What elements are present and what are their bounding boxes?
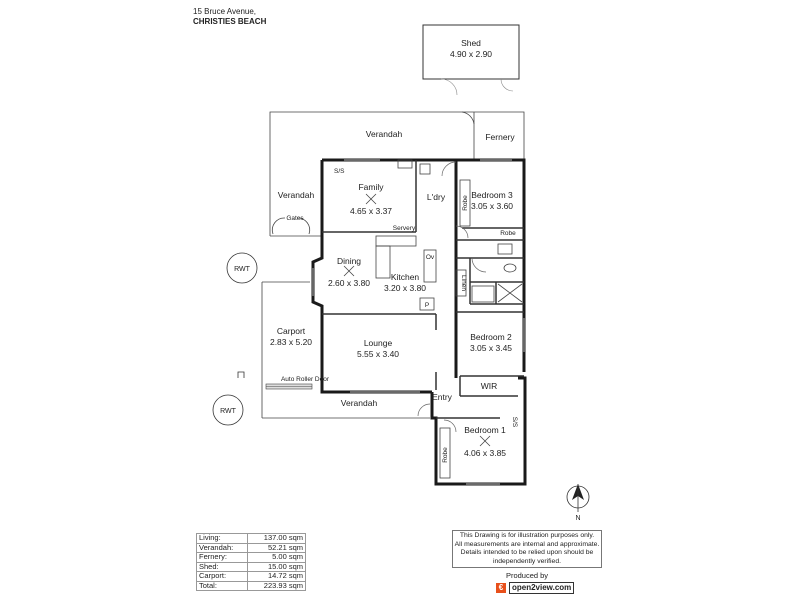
- rwt-tank-1: RWT: [226, 252, 258, 284]
- disclaimer-line: independently verified.: [492, 557, 561, 565]
- outdoor-boundaries: [261, 111, 525, 419]
- kitchen-dims: 3.20 x 3.80: [384, 283, 426, 293]
- kitchen-name: Kitchen: [391, 272, 420, 282]
- family-name: Family: [358, 182, 384, 192]
- disclaimer-line: All measurements are internal and approx…: [454, 540, 600, 548]
- gates-label: Gates: [286, 215, 304, 222]
- verandah-top-label: Verandah: [366, 129, 403, 139]
- ss-top-label: S/S: [334, 168, 345, 175]
- shed: [422, 24, 520, 96]
- carport-dims: 2.83 x 5.20: [270, 337, 312, 347]
- pantry-label: P: [425, 302, 429, 309]
- shed-name: Shed: [461, 38, 481, 48]
- disclaimer-line: Details intended to be relied upon shoul…: [460, 549, 594, 556]
- room-markers: [343, 193, 491, 447]
- lounge-dims: 5.55 x 3.40: [357, 349, 399, 359]
- dining-dims: 2.60 x 3.80: [328, 278, 370, 288]
- ss-b1-label: S/S: [511, 417, 518, 428]
- ldry-label: L'dry: [427, 192, 446, 202]
- downpipe-icon: [237, 371, 245, 378]
- auto-roller-label: Auto Roller Door: [281, 376, 330, 383]
- bedroom3-name: Bedroom 3: [471, 190, 513, 200]
- auto-roller-door: [265, 383, 313, 390]
- oven-label: Ov: [426, 254, 435, 261]
- dining-name: Dining: [337, 256, 361, 266]
- windows: [312, 159, 525, 485]
- kitchen-fixtures: [375, 159, 437, 311]
- verandah-left-label: Verandah: [278, 190, 315, 200]
- rwt-tank-2: RWT: [212, 394, 244, 426]
- svg-text:RWT: RWT: [220, 408, 237, 415]
- robe-b3-label: Robe: [462, 195, 469, 211]
- family-dims: 4.65 x 3.37: [350, 206, 392, 216]
- shed-dims: 4.90 x 2.90: [450, 49, 492, 59]
- address-suburb: CHRISTIES BEACH: [193, 17, 267, 26]
- bedroom2-dims: 3.05 x 3.45: [470, 343, 512, 353]
- table-row: Carport:14.72 sqm: [195, 571, 306, 582]
- room-labels: Shed 4.90 x 2.90 Verandah Fernery Verand…: [270, 38, 518, 463]
- bedroom1-name: Bedroom 1: [464, 425, 506, 435]
- servery-label: Servery: [393, 225, 416, 232]
- brand-logo: € open2view.com: [496, 581, 575, 594]
- wir-label: WIR: [481, 381, 498, 391]
- compass-label: N: [575, 515, 580, 522]
- carport-name: Carport: [277, 326, 306, 336]
- table-row: Living:137.00 sqm: [195, 533, 306, 544]
- verandah-bottom-label: Verandah: [341, 398, 378, 408]
- table-row: Fernery:5.00 sqm: [195, 552, 306, 563]
- bedroom3-dims: 3.05 x 3.60: [471, 201, 513, 211]
- address-street: 15 Bruce Avenue,: [193, 7, 257, 16]
- bedroom2-name: Bedroom 2: [470, 332, 512, 342]
- disclaimer-box: This Drawing is for illustration purpose…: [452, 530, 602, 568]
- doors: [417, 161, 487, 433]
- bath-fixtures: [439, 179, 523, 479]
- svg-text:RWT: RWT: [234, 266, 251, 273]
- compass-icon: N: [566, 484, 590, 522]
- table-row-total: Total:223.93 sqm: [195, 580, 306, 591]
- brand-name: open2view.com: [509, 581, 575, 594]
- area-summary-table: Living:137.00 sqm Verandah:52.21 sqm Fer…: [195, 533, 306, 591]
- disclaimer-line: This Drawing is for illustration purpose…: [459, 532, 595, 539]
- interior-walls: [322, 160, 524, 419]
- produced-by-label: Produced by: [505, 571, 549, 580]
- brand-mark-icon: €: [496, 582, 506, 593]
- bedroom1-dims: 4.06 x 3.85: [464, 448, 506, 458]
- robe-b3b-label: Robe: [500, 230, 516, 237]
- house-walls: [311, 158, 527, 486]
- entry-label: Entry: [432, 392, 453, 402]
- lounge-name: Lounge: [364, 338, 393, 348]
- robe-b1-label: Robe: [442, 447, 449, 463]
- fernery-label: Fernery: [485, 132, 515, 142]
- linen-label: Linen: [460, 275, 467, 291]
